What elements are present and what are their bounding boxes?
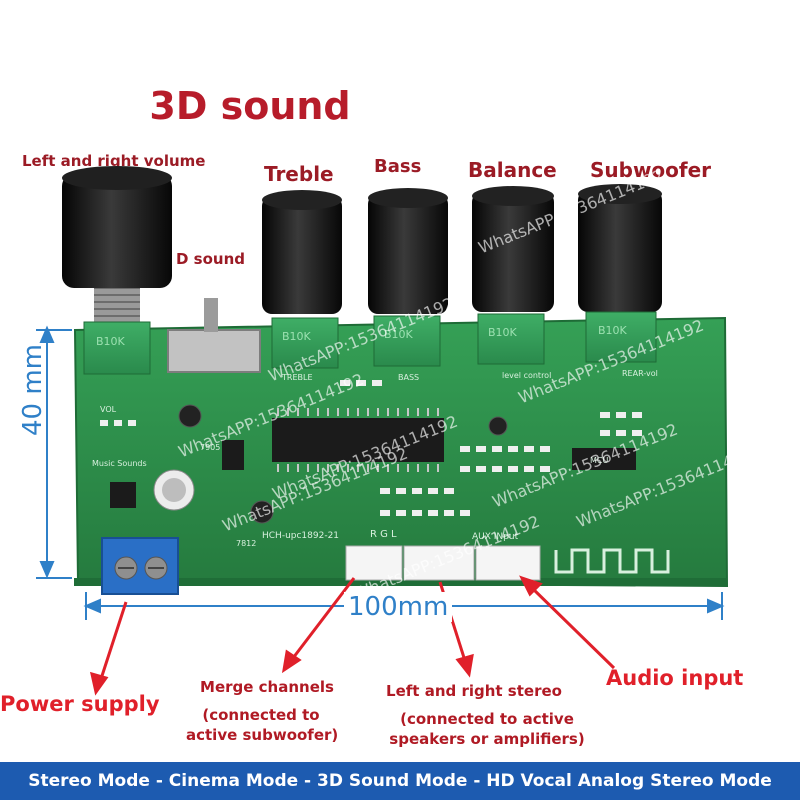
silk-treble: TREBLE (281, 373, 313, 382)
treble-knob: B10K (262, 190, 342, 369)
silk-bass: BASS (398, 373, 419, 382)
subwoofer-knob: B10K (578, 184, 662, 363)
balance-knob: B10K (472, 186, 554, 365)
callout-audio-input: Audio input (606, 666, 744, 690)
silk-model: HCH-upc1892-21 (262, 531, 339, 541)
pot-code: B10K (282, 330, 312, 343)
label-bass: Bass (374, 156, 422, 177)
label-volume: Left and right volume (22, 152, 206, 170)
mode-banner: Stereo Mode - Cinema Mode - 3D Sound Mod… (0, 762, 800, 800)
antenna-trace (554, 548, 670, 574)
callout-power-supply: Power supply (0, 692, 160, 716)
silk-mcu: MCU (590, 456, 608, 465)
silk-vol: VOL (100, 405, 117, 414)
power-terminal (101, 537, 179, 595)
pot-code: B10K (384, 328, 414, 341)
mcu-chip: MCU (572, 448, 636, 470)
bass-knob: B10K (368, 188, 448, 367)
silk-7812: 7812 (236, 539, 256, 548)
callout-merge: Merge channels (200, 678, 334, 696)
silk-rgl: R G L (370, 529, 397, 540)
silk-7905: 7905 (200, 443, 220, 452)
main-ic-chip (272, 408, 444, 472)
label-d-sound: D sound (176, 250, 246, 268)
callout-stereo: Left and right stereo (386, 682, 562, 700)
callout-arrows (89, 575, 616, 696)
regulator (110, 482, 136, 508)
width-dimension: 100mm (344, 592, 453, 622)
merge-note-2: active subwoofer) (186, 726, 339, 744)
stereo-note-2: speakers or amplifiers) (389, 730, 585, 748)
volume-knob: B10K (62, 166, 172, 375)
connectors (345, 545, 541, 581)
label-balance: Balance (468, 158, 557, 182)
label-treble: Treble (264, 162, 334, 186)
height-dimension: 40 mm (18, 343, 48, 436)
silk-aux: AUX INput (472, 532, 519, 542)
stereo-note-1: (connected to active (400, 710, 574, 728)
dimension-lines (36, 325, 725, 620)
merge-note-1: (connected to (202, 706, 320, 724)
mode-switch (167, 298, 261, 373)
pot-code: B10K (598, 324, 628, 337)
silk-level: level control (502, 371, 551, 380)
smd-components (100, 380, 642, 516)
regulator (222, 440, 244, 470)
silk-rear: REAR-vol (622, 369, 658, 378)
pot-code: B10K (96, 335, 126, 348)
label-subwoofer: Subwoofer (590, 158, 712, 182)
capacitors (153, 404, 508, 524)
page-title: 3D sound (149, 84, 351, 128)
pot-code: B10K (488, 326, 518, 339)
silk-music: Music Sounds (92, 459, 147, 468)
